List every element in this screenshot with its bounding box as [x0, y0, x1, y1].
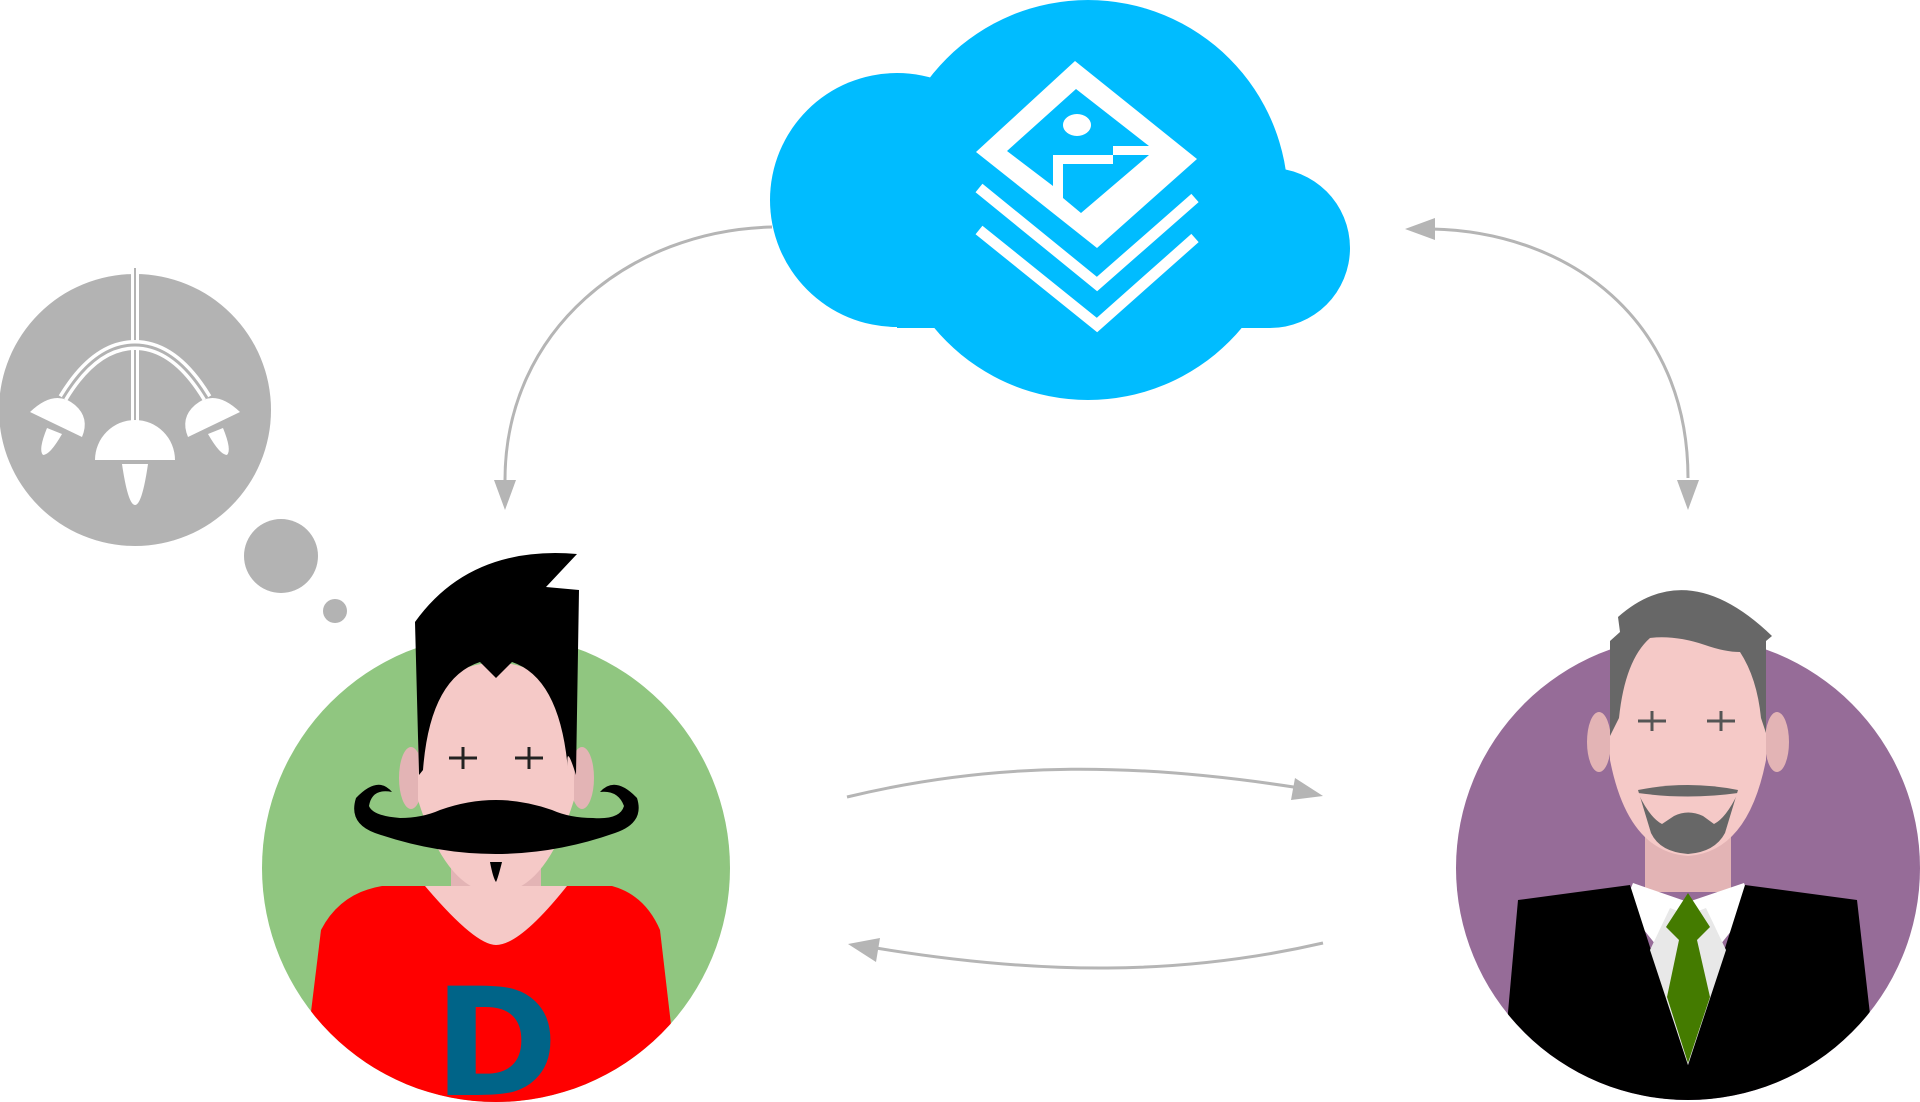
manager-ear-left: [1587, 712, 1611, 772]
cloud-icon: [770, 0, 1350, 400]
manager-eyes: [1638, 711, 1735, 731]
manager-tie: [1666, 893, 1710, 1063]
manager-ear-right: [1765, 712, 1789, 772]
developer-to-manager-arrow: [846, 767, 1301, 799]
developer-collar: [425, 886, 567, 945]
developer-mustache: [354, 784, 639, 854]
developer-hair: [415, 553, 579, 775]
thought-bubble-dot-small: [323, 599, 347, 623]
thought-bubble: [0, 268, 347, 623]
cloud-to-developer-arrowhead: [494, 480, 516, 510]
manager-avatar: [1456, 590, 1920, 1100]
developer-goatee: [490, 862, 502, 882]
manager-hair: [1610, 590, 1772, 736]
image-layers-icon: [975, 61, 1199, 333]
developer-avatar: D: [262, 553, 730, 1102]
thought-bubble-dot-large: [244, 519, 318, 593]
developer-shirt-letter: D: [434, 957, 559, 1102]
manager-to-developer-arrow: [875, 941, 1324, 970]
developer-shirt: [300, 886, 680, 1102]
cloud-manager-arrowhead-top: [1405, 218, 1435, 240]
manager-suit: [1500, 885, 1880, 1100]
cloud-to-developer-arrow: [503, 225, 773, 481]
manager-mouth: [1638, 793, 1738, 824]
developer-eyes: [449, 747, 543, 769]
cloud-manager-arrowhead-bottom: [1677, 480, 1699, 510]
developer-ear-left: [399, 747, 423, 809]
developer-to-manager-arrowhead: [1291, 778, 1323, 800]
manager-to-developer-arrowhead: [848, 938, 880, 962]
cloud-manager-sync-arrow: [1431, 227, 1690, 479]
chandelier-icon: [30, 268, 240, 505]
connectors: [494, 218, 1699, 970]
